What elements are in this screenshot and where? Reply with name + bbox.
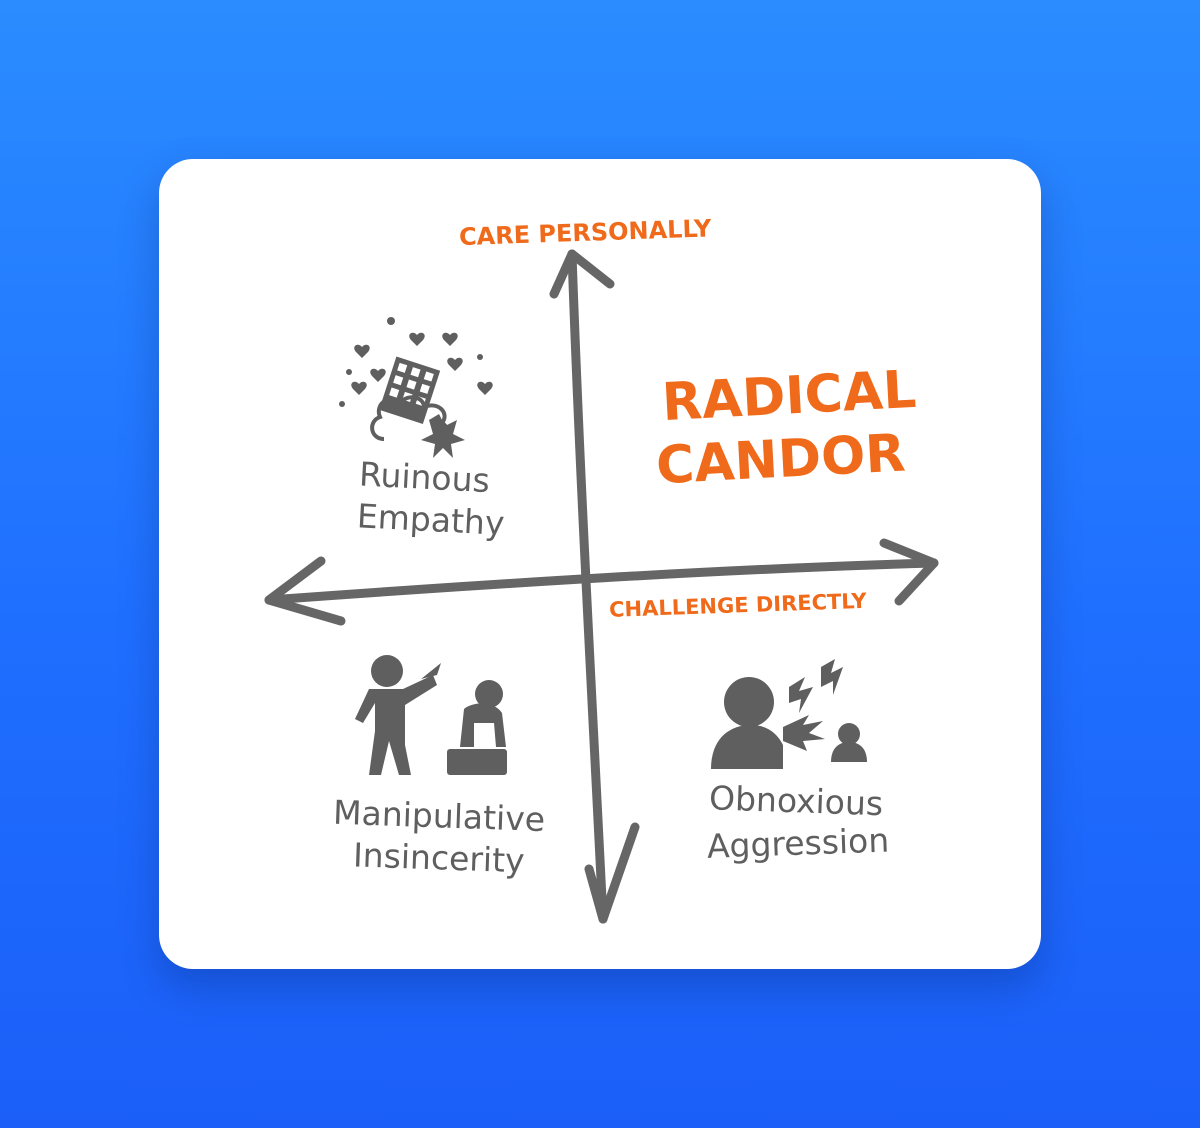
explosion-icon (421, 414, 465, 458)
diagram-card: CARE PERSONALLY CHALLENGE DIRECTLY RADIC… (159, 159, 1041, 969)
manipulative-insincerity-line2: Insincerity (352, 835, 525, 880)
horizontal-axis-arrow-right-icon (879, 538, 939, 606)
challenge-directly-label: CHALLENGE DIRECTLY (609, 589, 868, 622)
radical-candor-line2: CANDOR (655, 423, 907, 496)
vertical-axis-arrow-down-icon (584, 822, 640, 924)
sad-person-sitting-icon (460, 703, 506, 747)
ruinous-empathy-icon (339, 317, 493, 458)
horizontal-axis-arrow-left-icon (264, 556, 346, 626)
horizontal-axis (264, 538, 939, 626)
radical-candor-diagram: CARE PERSONALLY CHALLENGE DIRECTLY RADIC… (264, 214, 939, 924)
person-head-icon (371, 655, 403, 687)
knife-icon (421, 663, 441, 679)
heart-icon (339, 317, 493, 407)
vertical-axis (549, 249, 640, 924)
big-person-body-icon (711, 725, 783, 769)
manipulative-insincerity-line1: Manipulative (333, 793, 546, 839)
shout-blast-icon (783, 715, 825, 751)
vertical-axis-arrow-up-icon (549, 249, 615, 299)
sad-person-head-icon (475, 680, 503, 708)
big-person-head-icon (724, 677, 774, 727)
small-person-head-icon (838, 723, 860, 745)
obnoxious-aggression-line2: Aggression (706, 821, 890, 866)
manipulative-insincerity-icon (355, 655, 507, 775)
ruinous-empathy-line2: Empathy (356, 496, 505, 543)
radical-candor-line1: RADICAL (660, 360, 917, 433)
ruinous-empathy-line1: Ruinous (358, 454, 491, 500)
seat-icon (447, 749, 507, 775)
lightning-icon (789, 659, 843, 713)
care-personally-label: CARE PERSONALLY (459, 214, 713, 251)
person-standing-icon (355, 675, 437, 775)
building-icon (379, 356, 441, 424)
obnoxious-aggression-icon (711, 659, 867, 769)
small-person-body-icon (831, 742, 867, 762)
obnoxious-aggression-line1: Obnoxious (708, 778, 883, 823)
